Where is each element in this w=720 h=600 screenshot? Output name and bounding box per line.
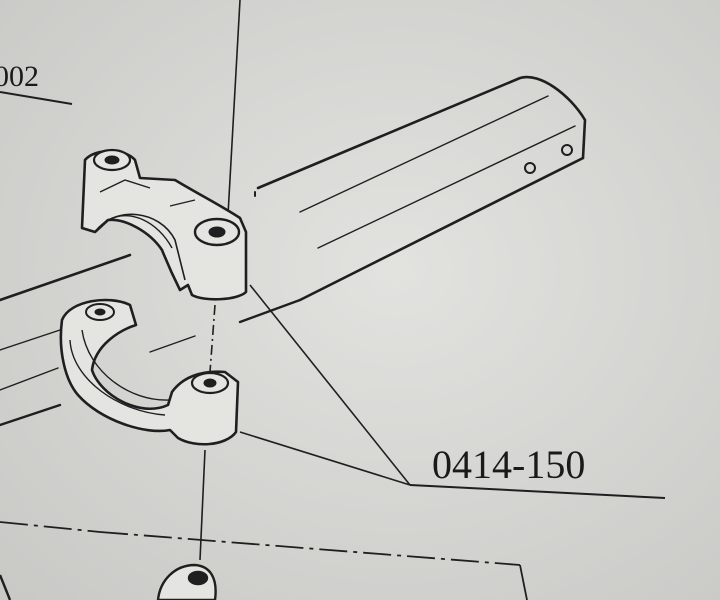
- top-leader-line: [227, 0, 241, 216]
- upper-clamp: [80, 148, 248, 301]
- partial-callout-underline: [0, 91, 73, 105]
- tube-lower: [0, 253, 196, 427]
- tube-upper: [238, 75, 587, 324]
- tube-hole-2: [561, 144, 573, 156]
- bottom-partial-part: [0, 563, 217, 600]
- bottom-centerline: [0, 521, 528, 600]
- lower-clamp: [59, 298, 240, 446]
- center-axis-upper: [209, 304, 216, 373]
- clamp-part-number: 0414-150: [432, 442, 585, 487]
- callout-leaders: [239, 284, 666, 499]
- partial-part-number: 002: [0, 60, 39, 93]
- center-axis-lower: [199, 449, 206, 561]
- tube-hole-1: [524, 162, 536, 174]
